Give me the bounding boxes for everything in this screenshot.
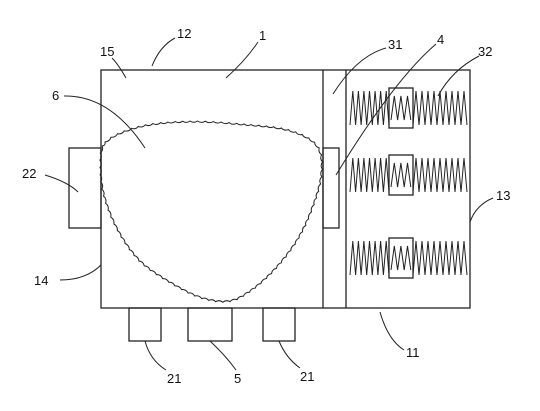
leader-11 (379, 311, 405, 351)
label-corner: 15 (100, 44, 114, 59)
spring-row-middle-inner-spring (390, 162, 412, 188)
leader-22 (44, 174, 79, 193)
leader-14 (59, 264, 102, 281)
label-right-side: 13 (496, 188, 510, 203)
label-top-side: 12 (177, 26, 191, 41)
label-side-tab: 22 (22, 166, 36, 181)
label-bottom-side: 11 (406, 345, 420, 360)
label-center-block: 5 (234, 371, 241, 386)
label-foot-right: 21 (300, 369, 314, 384)
foot-right (262, 307, 296, 342)
leader-4 (335, 43, 437, 176)
label-springs: 32 (478, 44, 492, 59)
leader-13 (469, 197, 494, 223)
spring-row-top-right-spring (412, 90, 468, 126)
springs-group (349, 87, 468, 279)
spring-row-middle-right-spring (412, 157, 468, 193)
label-blob: 6 (52, 88, 59, 103)
center-block (187, 307, 233, 342)
label-foot-left: 21 (167, 371, 181, 386)
spring-row-bottom-slider-block (388, 237, 414, 279)
spring-row-bottom-right-spring (412, 240, 468, 276)
foot-left (128, 307, 162, 342)
left-tab (68, 147, 102, 229)
leader-12 (151, 37, 176, 67)
spring-row-middle-slider-block (388, 154, 414, 196)
label-left-side: 14 (34, 273, 48, 288)
label-right-tab: 4 (437, 32, 444, 47)
blob-shape (99, 120, 324, 303)
label-partition: 31 (388, 37, 402, 52)
spring-row-top-left-spring (349, 90, 390, 126)
label-housing: 1 (259, 28, 266, 43)
leader-6 (63, 95, 146, 149)
spring-row-middle-left-spring (349, 157, 390, 193)
leader-21a (144, 340, 167, 371)
spring-row-bottom-left-spring (349, 240, 390, 276)
leader-15 (111, 57, 127, 79)
spring-row-top-inner-spring (390, 95, 412, 121)
leader-5 (209, 340, 237, 371)
right-tab (322, 147, 340, 229)
spring-row-bottom-inner-spring (390, 245, 412, 271)
leader-1 (225, 41, 259, 79)
leader-32 (437, 55, 480, 97)
leader-31 (332, 47, 387, 95)
leader-21b (278, 340, 301, 369)
spring-row-top-slider-block (388, 87, 414, 129)
